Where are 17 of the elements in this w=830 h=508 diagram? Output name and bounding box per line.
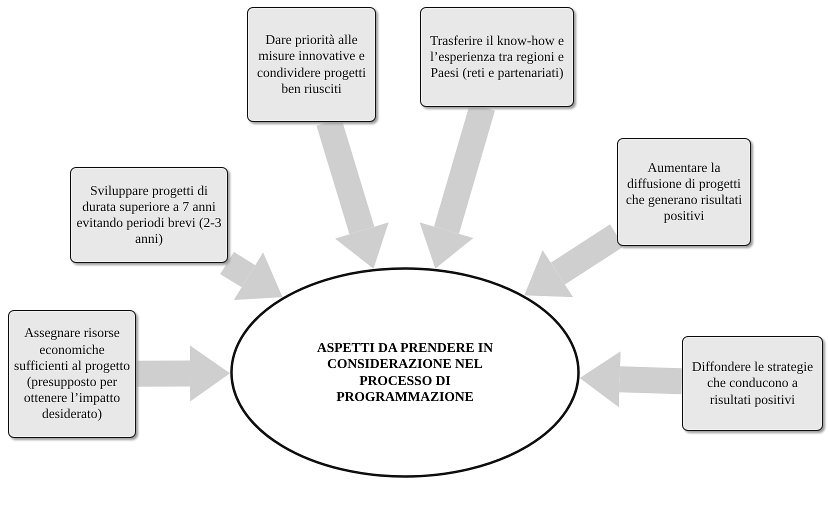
text-box (70, 167, 228, 263)
central-heading: ASPETTI DA PRENDERE IN CONSIDERAZIONE NEL PROCESSO DI PROGRAMMAZIONE (316, 340, 494, 405)
box-text: Dare priorità alle misure innovative e condividere progetti ben riusciti (256, 32, 368, 97)
block-arrow (136, 345, 230, 402)
box-text: Aumentare la diffusione di progetti che generano risultati positivi (624, 160, 744, 224)
block-arrow (220, 252, 283, 300)
text-box (682, 336, 823, 431)
box-text: Diffondere le strategie che conducono a risultati positivi (690, 359, 814, 408)
text-box (8, 310, 136, 438)
text-box (420, 7, 574, 107)
box-text: Trasferire il know-how e l’esperienza tra regioni e Paesi (reti e partenariati) (428, 32, 566, 82)
text-box (617, 138, 751, 246)
box-text: Assegnare risorse economiche sufficienti al progetto (presupposto per ottenere l’impatto desiderato) (14, 325, 130, 423)
text-box (247, 7, 376, 122)
box-text: Sviluppare progetti di durata superiore a 7 anni evitando periodi brevi (2-3 anni) (76, 182, 222, 248)
block-arrow (580, 351, 682, 408)
block-arrow (524, 224, 624, 298)
